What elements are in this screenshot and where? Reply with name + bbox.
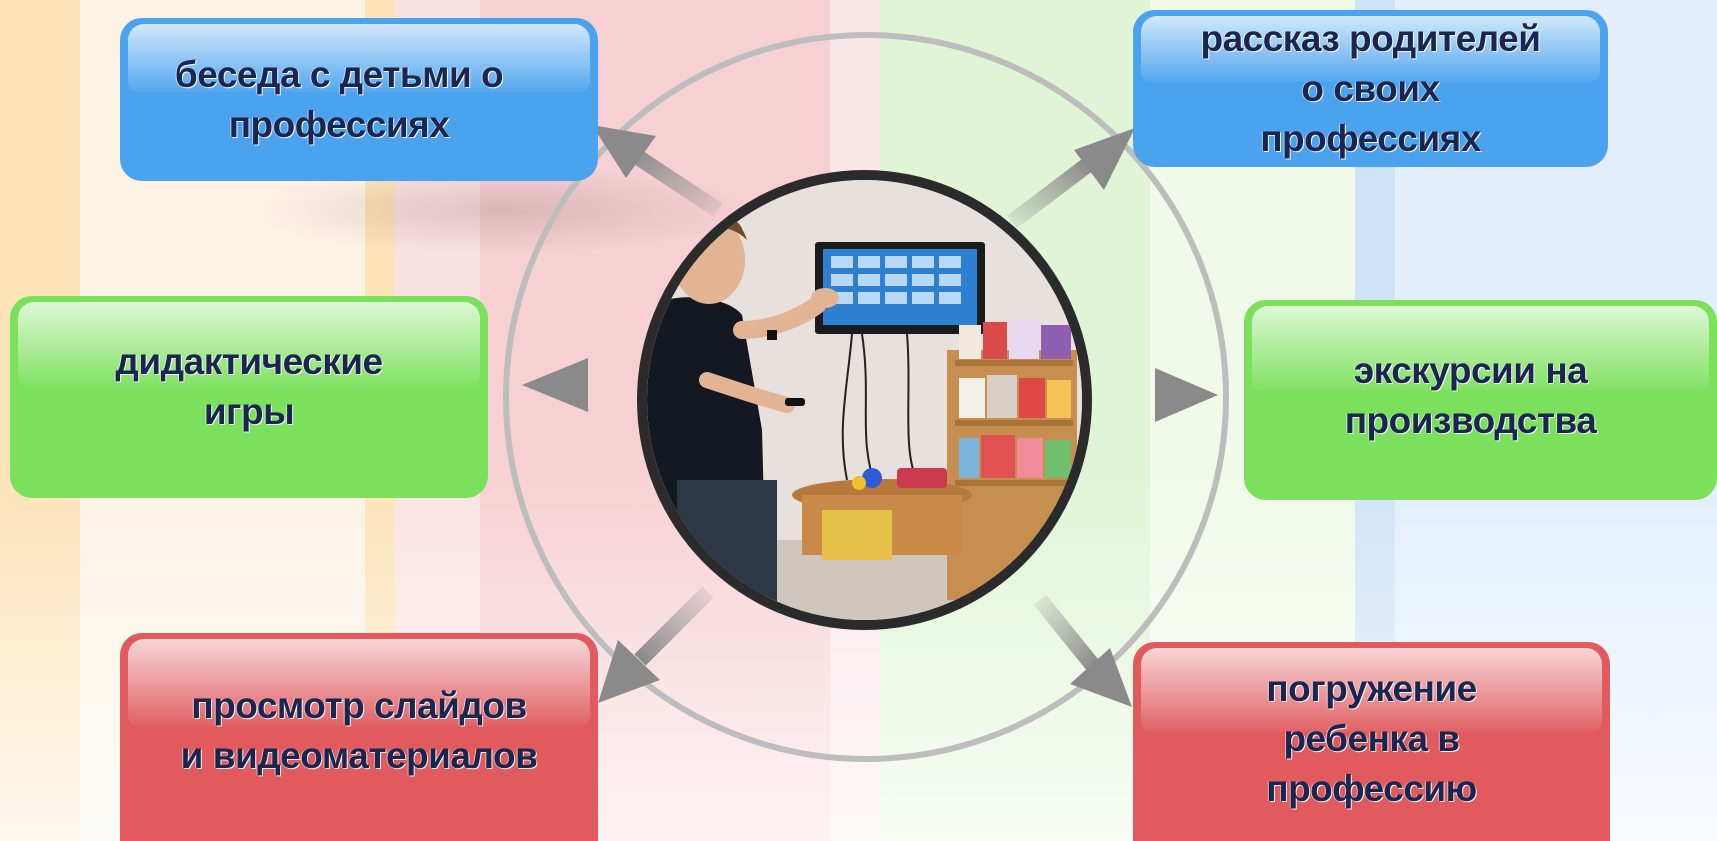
outer-ring xyxy=(503,32,1229,762)
box-didactic-games: дидактические игры xyxy=(10,296,488,498)
arrow-mid-right xyxy=(1095,368,1218,422)
box-label: беседа с детьми о профессиях xyxy=(174,53,504,145)
box-label: дидактические игры xyxy=(115,341,383,432)
box-conversation-professions: беседа с детьми о профессиях xyxy=(120,18,598,181)
box-immersion-profession: погружение ребенка в профессию xyxy=(1133,642,1610,841)
photo-man-presenting-tv-icon xyxy=(647,180,1082,620)
box-label: рассказ родителей о своих профессиях xyxy=(1200,17,1541,159)
box-slides-videos: просмотр слайдов и видеоматериалов xyxy=(120,633,598,841)
arrow-mid-left xyxy=(522,358,640,412)
box-label: погружение ребенка в профессию xyxy=(1266,667,1477,809)
box-excursions: экскурсии на производства xyxy=(1244,300,1717,500)
box-parents-story: рассказ родителей о своих профессиях xyxy=(1133,10,1608,167)
box-label: экскурсии на производства xyxy=(1344,350,1597,441)
box-label: просмотр слайдов и видеоматериалов xyxy=(180,685,538,776)
center-photo-frame xyxy=(637,170,1092,630)
